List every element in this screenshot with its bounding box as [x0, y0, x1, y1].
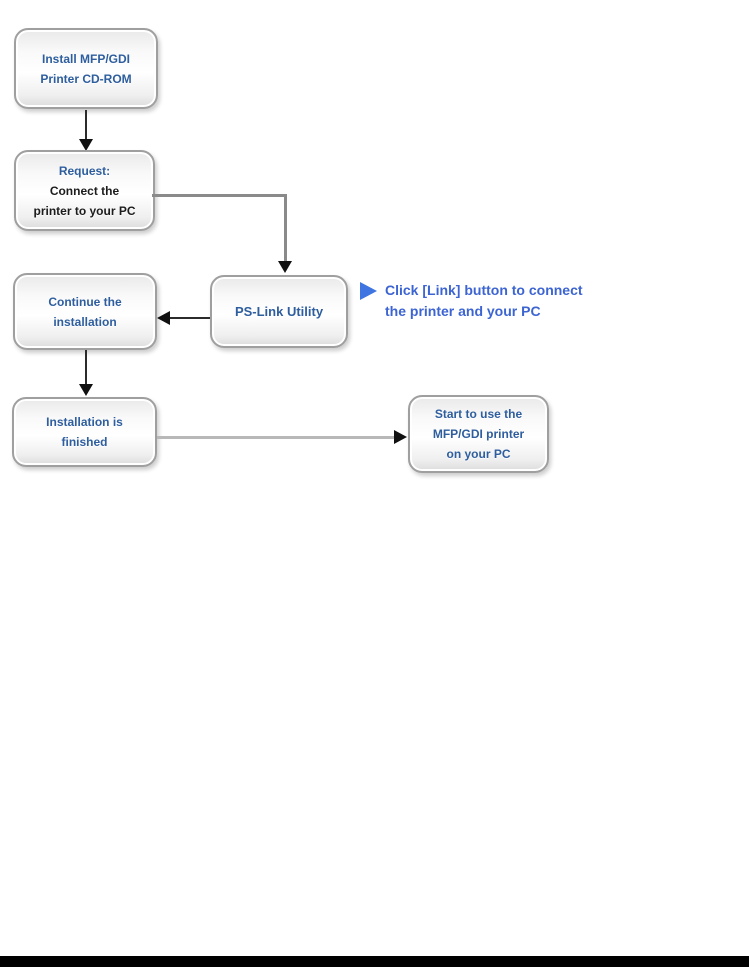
flow-box-start-label: Start to use the MFP/GDI printer on your… — [432, 407, 525, 461]
connector-request-to-pslink-vertical — [284, 194, 287, 262]
flow-box-install-cdrom: Install MFP/GDI Printer CD-ROM — [14, 28, 158, 109]
connector-request-to-pslink-horizontal — [152, 194, 287, 197]
flow-box-continue-installation: Continue the installation — [13, 273, 157, 350]
flow-box-finished-label: Installation is finished — [46, 415, 123, 449]
connector-finished-to-start-line — [157, 436, 394, 439]
footer-rule-bar — [0, 956, 749, 967]
arrow-pslink-to-continue-line — [169, 317, 210, 319]
flow-box-install-label: Install MFP/GDI Printer CD-ROM — [40, 51, 132, 86]
arrowhead-down-icon — [79, 384, 93, 396]
flow-box-request-label: Connect the printer to your PC — [33, 183, 136, 218]
annotation-text: Click [Link] button to connect the print… — [385, 282, 583, 319]
flow-box-start-to-use: Start to use the MFP/GDI printer on your… — [408, 395, 549, 473]
arrowhead-left-icon — [157, 311, 170, 325]
flow-box-continue-label: Continue the installation — [48, 294, 122, 329]
annotation-pointer-triangle-icon — [360, 282, 377, 300]
flow-box-pslink-label: PS-Link Utility — [234, 303, 324, 319]
flow-box-installation-finished: Installation is finished — [12, 397, 157, 467]
flow-box-request-connect: Request: Connect the printer to your PC — [14, 150, 155, 231]
flow-box-pslink-utility: PS-Link Utility — [210, 275, 348, 348]
arrow-continue-to-finished-line — [85, 350, 87, 385]
arrow-install-to-request-line — [85, 110, 87, 141]
arrowhead-down-icon — [79, 139, 93, 151]
arrowhead-right-icon — [394, 430, 407, 444]
arrowhead-down-icon — [278, 261, 292, 273]
flow-box-request-title: Request: — [58, 163, 111, 178]
